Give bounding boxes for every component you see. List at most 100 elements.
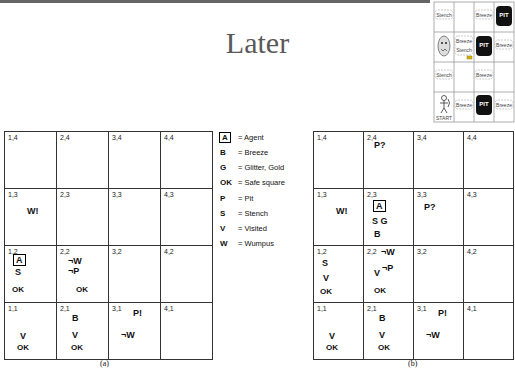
- agent-figure: [440, 96, 450, 114]
- cell-coordinate: 4,1: [467, 305, 477, 313]
- grid-cell: 4,4: [160, 131, 213, 189]
- cell-symbol: ¬W: [68, 256, 82, 266]
- cell-symbol: W!: [27, 206, 39, 216]
- cell-symbol: W!: [336, 206, 348, 216]
- legend-text: = Pit: [238, 194, 253, 203]
- grid-cell: 3,2: [108, 245, 161, 303]
- percept-label: Breeze: [494, 42, 514, 48]
- grid-cell: 3,2: [413, 245, 464, 303]
- cell-symbol: V: [20, 331, 26, 341]
- grid-cell: 2,2¬WV¬POK: [363, 245, 414, 303]
- cell-coordinate: 3,4: [417, 134, 427, 142]
- cell-symbol: OK: [378, 343, 390, 352]
- cell-coordinate: 3,1: [417, 305, 427, 313]
- grid-cell: 1,3W!: [313, 188, 364, 246]
- agent-marker: A: [373, 200, 386, 212]
- cell-symbol: P?: [424, 202, 436, 212]
- percept-label: Stench: [434, 72, 454, 78]
- grid-cell: 1,3W!: [4, 188, 57, 246]
- cell-coordinate: 3,3: [112, 191, 122, 199]
- legend-text: = Stench: [238, 209, 268, 218]
- legend-symbol: V: [220, 224, 225, 233]
- cell-coordinate: 2,1: [367, 305, 377, 313]
- pit-label: PIT: [474, 42, 494, 49]
- cell-symbol: ¬P: [382, 263, 393, 273]
- cell-symbol: OK: [17, 343, 29, 352]
- cell-coordinate: 1,1: [8, 305, 18, 313]
- cell-coordinate: 3,4: [112, 134, 122, 142]
- grid-cell: 4,1: [463, 302, 514, 360]
- cell-coordinate: 3,2: [112, 248, 122, 256]
- cell-coordinate: 4,4: [164, 134, 174, 142]
- cell-symbol: V: [379, 330, 385, 340]
- slide-title: Later: [0, 26, 515, 60]
- cell-symbol: V: [72, 330, 78, 340]
- cell-coordinate: 3,1: [112, 305, 122, 313]
- legend-symbol: A: [219, 132, 231, 143]
- cell-coordinate: 1,1: [317, 305, 327, 313]
- legend-symbol: W: [220, 239, 228, 248]
- cell-symbol: V: [329, 331, 335, 341]
- cell-symbol: ¬P: [68, 266, 79, 276]
- cell-symbol: OK: [12, 285, 24, 294]
- grid-cell: 2,1BV OK: [363, 302, 414, 360]
- cell-symbol: B: [72, 313, 79, 323]
- grid-cell: 3,3P?: [413, 188, 464, 246]
- grid-cell: 1,1V OK: [313, 302, 364, 360]
- cell-coordinate: 3,2: [417, 248, 427, 256]
- pit-blobs: [476, 6, 512, 115]
- cell-coordinate: 1,4: [8, 134, 18, 142]
- pit-label: PIT: [474, 101, 494, 108]
- cell-symbol: P!: [133, 308, 142, 318]
- legend-symbol: G: [220, 163, 226, 172]
- grid-cell: 3,1P!¬W: [413, 302, 464, 360]
- cell-symbol: V: [323, 273, 329, 283]
- cell-symbol: S G: [372, 216, 388, 226]
- grid-cell: 3,1 P! ¬W: [108, 302, 161, 360]
- legend-text: = Wumpus: [238, 239, 274, 248]
- grid-cell: 4,2: [463, 245, 514, 303]
- cell-symbol: ¬W: [121, 330, 135, 340]
- cell-symbol: P?: [374, 140, 386, 150]
- pit-label: PIT: [494, 12, 514, 19]
- cell-coordinate: 1,3: [317, 191, 327, 199]
- legend-symbol: OK: [220, 178, 232, 187]
- percept-label: Breeze: [474, 12, 494, 18]
- header-bar: [0, 0, 430, 3]
- grid-cell: 1,2ASOK: [4, 245, 57, 303]
- grid-cell: 4,1: [160, 302, 213, 360]
- cell-coordinate: 4,3: [164, 191, 174, 199]
- panel-caption: (a): [100, 359, 109, 368]
- cell-symbol: OK: [71, 343, 83, 352]
- cell-symbol: OK: [326, 343, 338, 352]
- cell-coordinate: 1,4: [317, 134, 327, 142]
- percept-label: Breeze: [494, 102, 514, 108]
- cell-coordinate: 1,3: [8, 191, 18, 199]
- legend-text: = Breeze: [238, 148, 268, 157]
- percept-label: Stench: [454, 47, 474, 53]
- legend-text: = Visited: [238, 224, 267, 233]
- grid-cell: 2,4: [56, 131, 109, 189]
- grid-cell: 3,4: [413, 131, 464, 189]
- cell-coordinate: 4,3: [467, 191, 477, 199]
- legend-symbol: S: [220, 209, 225, 218]
- cell-symbol: OK: [76, 285, 88, 294]
- cell-symbol: S: [322, 258, 328, 268]
- panel-caption: (b): [408, 359, 417, 368]
- cell-coordinate: 2,3: [367, 191, 377, 199]
- cell-symbol: B: [379, 313, 386, 323]
- legend-text: = Safe square: [238, 178, 285, 187]
- cell-coordinate: 4,1: [164, 305, 174, 313]
- gold-figure: [467, 56, 472, 59]
- grid-cell: 1,4: [313, 131, 364, 189]
- cell-symbol: V: [374, 268, 380, 278]
- cell-symbol: S: [15, 267, 21, 277]
- grid-cell: 1,1V OK: [4, 302, 57, 360]
- cell-symbol: OK: [320, 287, 332, 296]
- grid-cell: 2,1BV OK: [56, 302, 109, 360]
- percept-label: START: [434, 115, 454, 121]
- agent-marker: A: [13, 254, 26, 266]
- legend-symbol: B: [220, 148, 226, 157]
- cell-symbol: B: [374, 229, 381, 239]
- cell-coordinate: 2,1: [60, 305, 70, 313]
